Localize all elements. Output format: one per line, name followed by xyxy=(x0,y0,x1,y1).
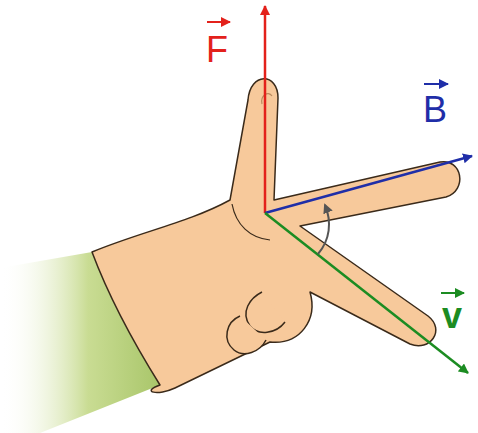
vector-label: B xyxy=(423,92,447,128)
little-finger xyxy=(227,316,266,354)
thumbnail xyxy=(262,94,272,104)
hand xyxy=(92,79,460,393)
vector-overarrow xyxy=(207,21,230,23)
vector-overarrow xyxy=(441,292,464,294)
rotation-arrow xyxy=(318,205,329,254)
velocity-vector xyxy=(265,213,468,373)
force-vector xyxy=(264,6,267,213)
vector-label: F xyxy=(206,32,228,68)
ring-finger xyxy=(246,292,285,332)
vector-label: v xyxy=(442,298,462,334)
field-vector xyxy=(265,156,472,213)
vector-overarrow xyxy=(424,83,448,85)
